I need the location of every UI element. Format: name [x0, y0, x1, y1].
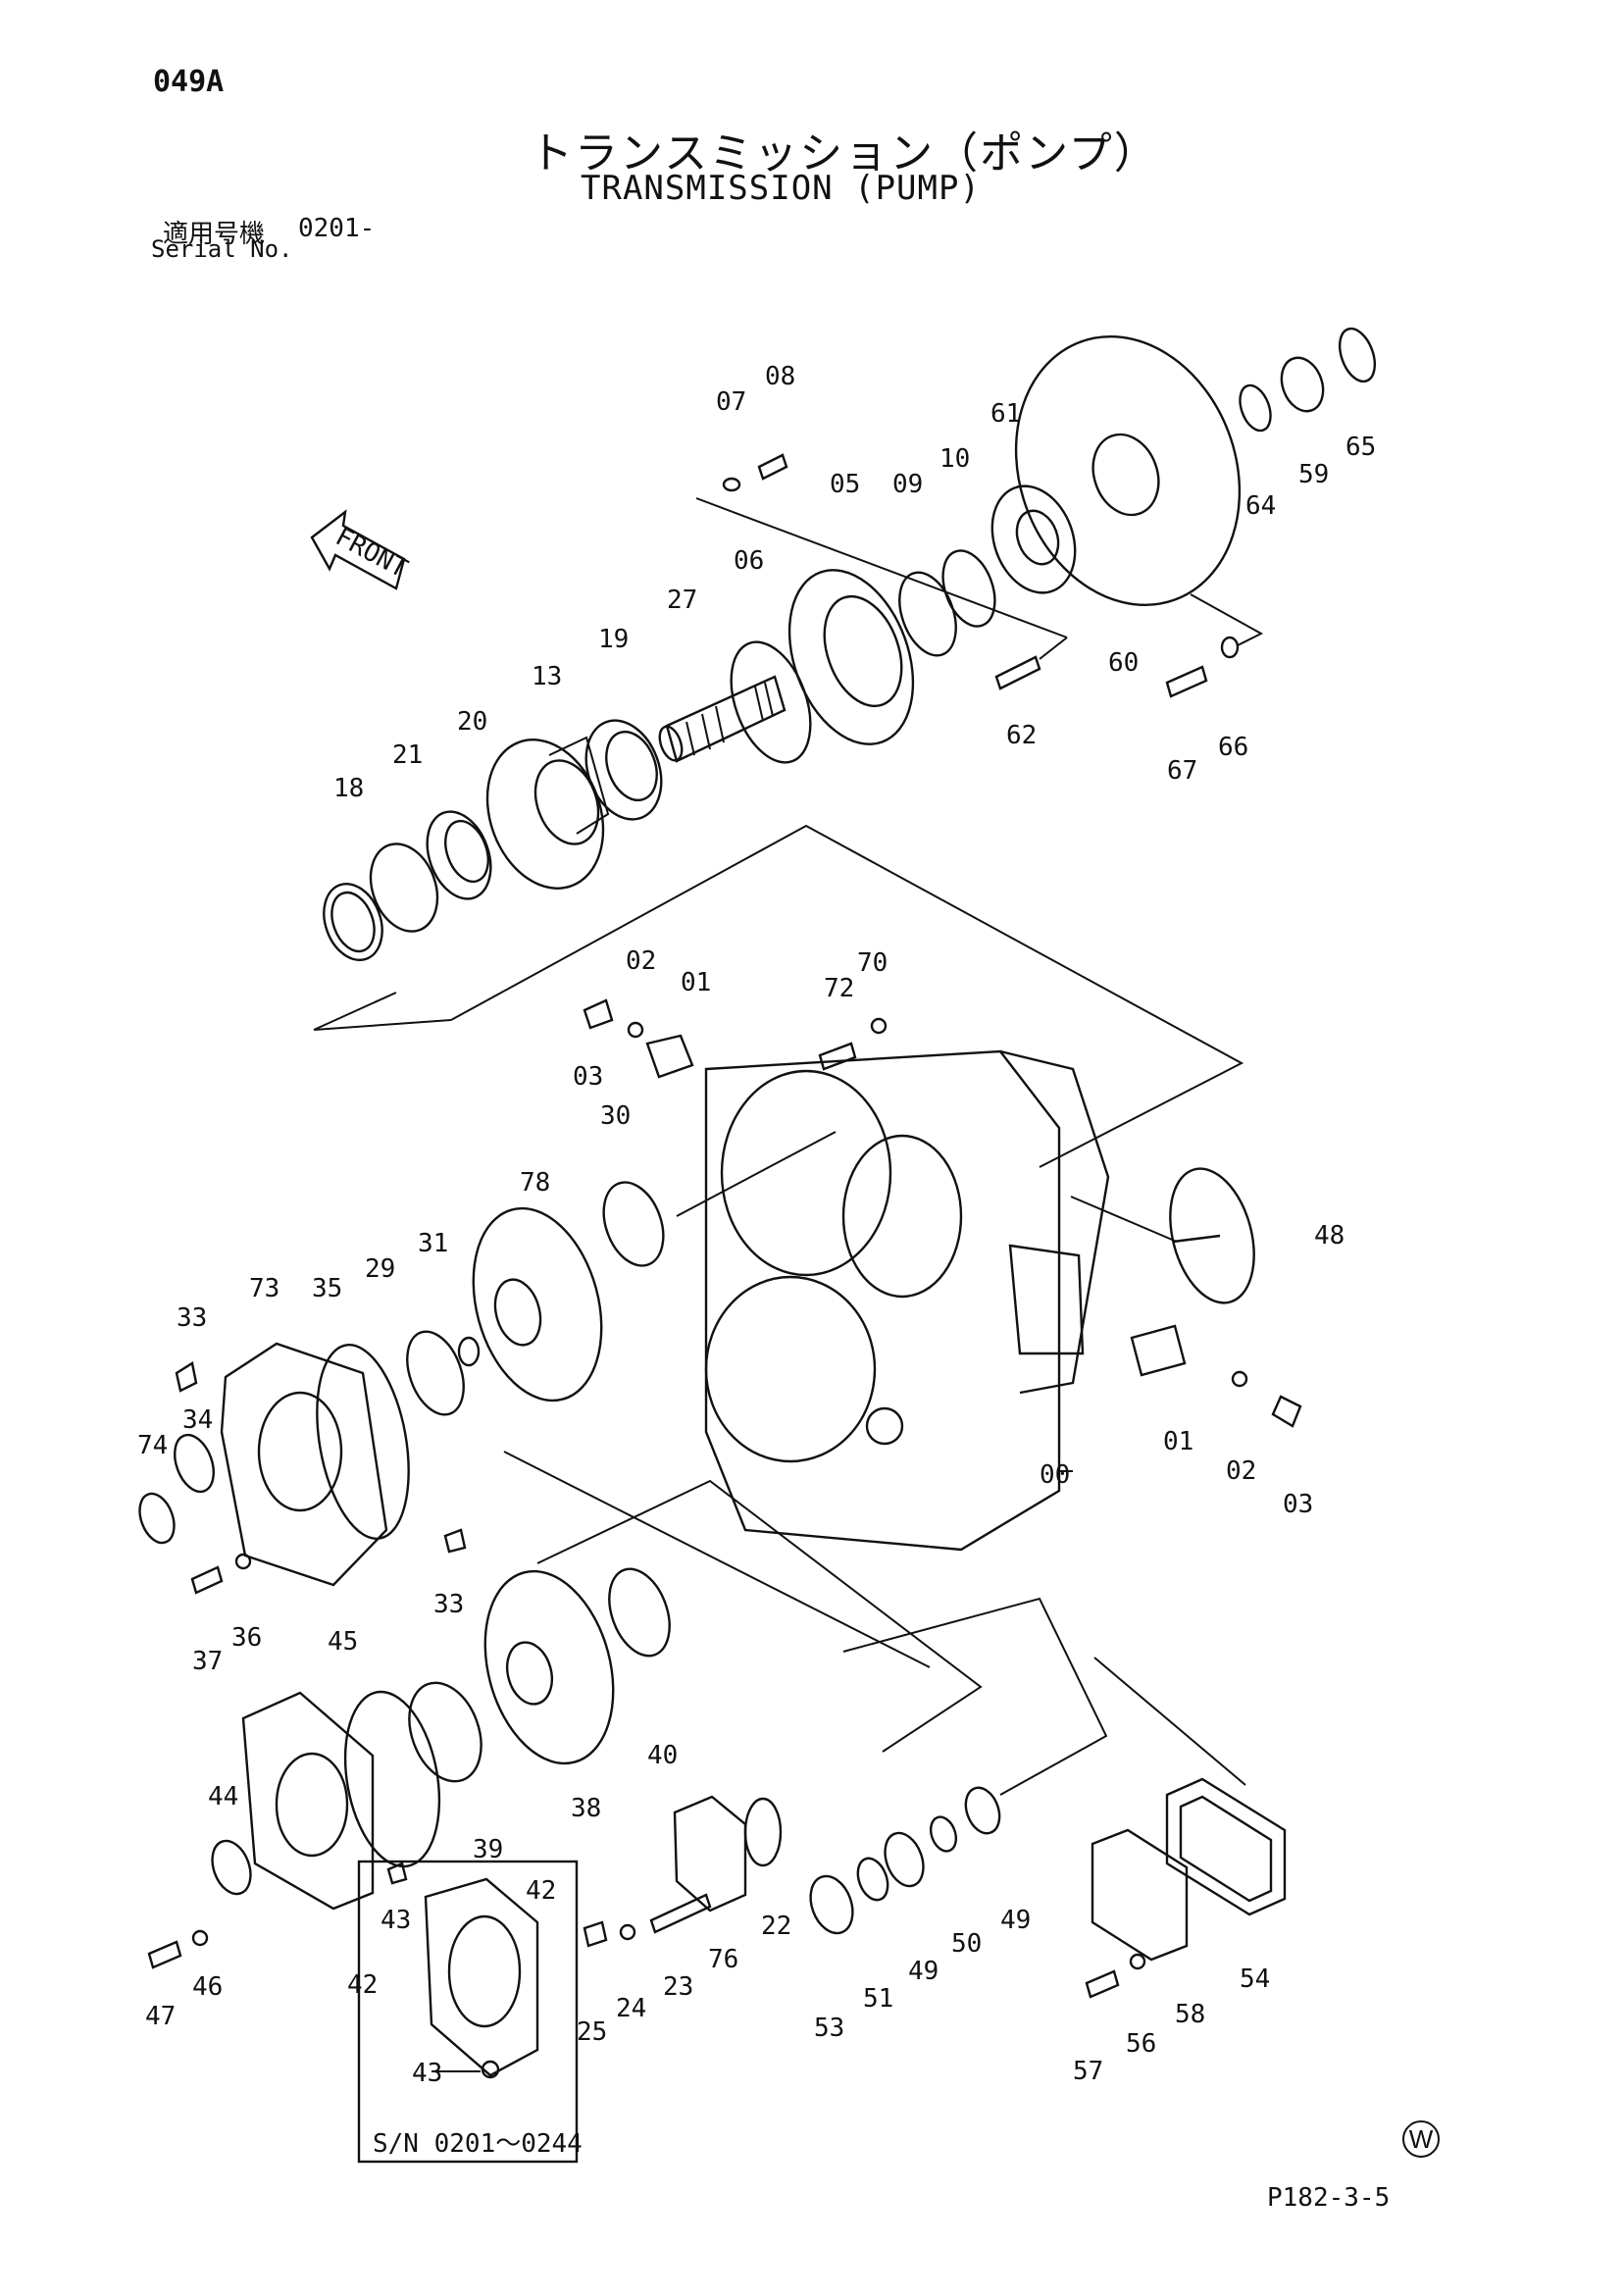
part-label-42: 42 — [347, 1970, 378, 2000]
part-label-53: 53 — [814, 2014, 844, 2043]
part-label-62: 62 — [1006, 721, 1037, 750]
part-label-21: 21 — [392, 740, 423, 770]
footer-mark: W — [1402, 2120, 1440, 2158]
footer-page-reference: P182-3-5 — [1267, 2183, 1391, 2213]
part-label-44: 44 — [208, 1782, 238, 1811]
upper-shaft-assembly — [313, 327, 1377, 1168]
part-label-29: 29 — [365, 1254, 395, 1284]
part-label-18: 18 — [333, 774, 364, 803]
part-number-labels: 00 01 01 02 02 03 03 05 06 07 08 09 10 1… — [137, 362, 1376, 2088]
inset-detail-box: S/N 0201～0244 — [357, 1860, 583, 2164]
part-label-43: 43 — [381, 1906, 411, 1935]
part-label-40: 40 — [647, 1741, 678, 1770]
part-label-42: 42 — [526, 1876, 556, 1906]
part-label-01: 01 — [681, 968, 711, 997]
serial-range: 0201- — [298, 214, 376, 243]
main-housing — [583, 998, 1302, 1552]
part-label-10: 10 — [939, 444, 970, 474]
part-label-09: 09 — [892, 470, 923, 499]
part-label-01: 01 — [1163, 1427, 1193, 1456]
part-label-30: 30 — [600, 1101, 631, 1131]
part-label-27: 27 — [667, 586, 697, 615]
part-label-35: 35 — [312, 1274, 342, 1303]
part-label-08: 08 — [765, 362, 795, 391]
part-label-33: 33 — [433, 1590, 464, 1619]
part-label-56: 56 — [1126, 2029, 1156, 2059]
serial-label-japanese: 適用号機 — [163, 220, 266, 249]
part-label-22: 22 — [761, 1912, 791, 1941]
part-label-37: 37 — [192, 1647, 223, 1676]
part-label-65: 65 — [1345, 433, 1376, 462]
part-label-64: 64 — [1245, 491, 1276, 521]
part-label-07: 07 — [716, 387, 746, 417]
part-label-03: 03 — [573, 1062, 603, 1092]
front-direction-arrow: FRONT — [310, 509, 413, 590]
part-label-49: 49 — [908, 1957, 939, 1986]
inset-serial-range: S/N 0201～0244 — [373, 2129, 583, 2159]
part-label-24: 24 — [616, 1994, 646, 2023]
part-label-05: 05 — [830, 470, 860, 499]
part-label-67: 67 — [1167, 756, 1197, 786]
part-label-31: 31 — [418, 1229, 448, 1258]
part-label-20: 20 — [457, 707, 487, 737]
part-label-45: 45 — [328, 1627, 358, 1657]
part-label-61: 61 — [990, 399, 1021, 429]
serial-label-english: Serial No. — [151, 235, 293, 263]
part-label-73: 73 — [249, 1274, 279, 1303]
part-label-33: 33 — [177, 1303, 207, 1333]
part-label-60: 60 — [1108, 648, 1139, 678]
part-label-66: 66 — [1218, 733, 1248, 762]
part-label-76: 76 — [708, 1945, 738, 1974]
part-label-59: 59 — [1298, 460, 1329, 489]
part-label-02: 02 — [1226, 1456, 1256, 1486]
part-label-58: 58 — [1175, 2000, 1205, 2029]
part-label-70: 70 — [857, 948, 888, 978]
part-label-06: 06 — [734, 546, 764, 576]
part-label-02: 02 — [626, 946, 656, 976]
lower-cover-assembly — [147, 1451, 983, 1969]
part-label-25: 25 — [577, 2017, 607, 2047]
part-label-78: 78 — [520, 1168, 550, 1198]
part-label-48: 48 — [1314, 1221, 1345, 1250]
title-japanese: トランスミッション（ポンプ） — [530, 128, 1159, 179]
part-label-54: 54 — [1240, 1964, 1270, 1994]
part-label-72: 72 — [824, 974, 854, 1003]
part-label-34: 34 — [182, 1405, 213, 1435]
part-label-19: 19 — [598, 625, 629, 654]
pump-cover-assembly — [583, 1597, 1287, 1999]
part-label-57: 57 — [1073, 2057, 1103, 2086]
page-code: 049A — [153, 65, 225, 99]
part-label-47: 47 — [145, 2002, 176, 2031]
part-label-50: 50 — [951, 1929, 982, 1959]
part-label-39: 39 — [473, 1835, 503, 1864]
title-english: TRANSMISSION (PUMP) — [581, 169, 981, 208]
part-label-49: 49 — [1000, 1906, 1031, 1935]
part-label-43: 43 — [412, 2059, 442, 2088]
part-label-38: 38 — [571, 1794, 601, 1823]
part-label-00: 00 — [1040, 1460, 1070, 1490]
part-label-23: 23 — [663, 1972, 693, 2002]
part-label-36: 36 — [231, 1623, 262, 1653]
part-label-13: 13 — [532, 662, 562, 691]
part-label-74: 74 — [137, 1431, 168, 1460]
left-cover-assembly — [138, 1131, 837, 1595]
part-label-51: 51 — [863, 1984, 893, 2014]
part-label-46: 46 — [192, 1972, 223, 2002]
part-label-03: 03 — [1283, 1490, 1313, 1519]
